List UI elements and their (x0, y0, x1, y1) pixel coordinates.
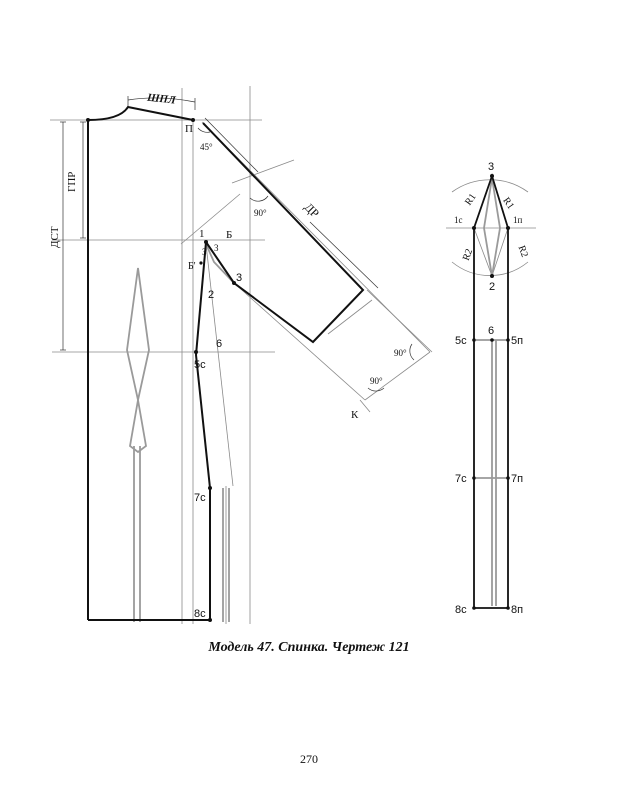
side-label-r2-left: R2 (461, 247, 475, 262)
dimension-lines (60, 96, 379, 351)
angle-marks (197, 127, 415, 392)
label-point-3b: 3 (202, 247, 207, 257)
label-p: П (185, 123, 193, 135)
label-point-3c: 3 (236, 272, 242, 284)
side-label-point-2: 2 (489, 281, 495, 293)
construction-lines (50, 86, 433, 624)
side-label-point-7p: 7п (511, 473, 523, 485)
label-angle-45: 45° (200, 142, 213, 152)
side-label-point-8p: 8п (511, 604, 523, 616)
side-label-point-1p: 1п (513, 215, 523, 225)
label-point-3a: 3 (214, 243, 219, 253)
side-label-point-3: 3 (488, 161, 494, 173)
label-point-1: 1 (199, 228, 205, 240)
side-label-point-5p: 5п (511, 335, 523, 347)
side-label-point-5c: 5с (455, 335, 467, 347)
label-point-b: Б (226, 229, 232, 241)
side-label-point-8c: 8с (455, 604, 467, 616)
label-gpr: ГПР (66, 172, 78, 192)
grey-darts (126, 243, 235, 622)
label-point-8c: 8с (194, 608, 206, 620)
side-label-r1-left: R1 (463, 192, 479, 208)
side-label-point-1c: 1с (454, 215, 463, 225)
label-point-6: 6 (216, 338, 222, 350)
label-angle-90-shoulder: 90° (254, 208, 267, 218)
side-label-r1-right: R1 (500, 196, 516, 212)
label-point-2: 2 (208, 289, 214, 301)
back-outline (87, 105, 365, 621)
side-label-point-7c: 7с (455, 473, 467, 485)
main-labels: ШПЛ П 45° 90° ДР ГПР ДСТ 1 Б Б' 3 3 3 2 … (49, 92, 407, 620)
label-shpl: ШПЛ (146, 92, 177, 107)
side-labels: 3 R1 R1 1с 1п R2 R2 2 5с 6 5п 7с 7п 8с 8… (454, 161, 530, 616)
label-point-7c: 7с (194, 492, 206, 504)
label-angle-90-bottom: 90° (370, 376, 383, 386)
label-angle-90-cuff: 90° (394, 348, 407, 358)
label-point-b1: Б' (188, 261, 196, 272)
side-label-point-6: 6 (488, 325, 494, 337)
label-point-5c: 5с (194, 359, 206, 371)
label-dr: ДР (302, 200, 323, 221)
side-outline (473, 173, 509, 609)
page-number: 270 (300, 752, 318, 766)
side-label-r2-right: R2 (516, 244, 530, 259)
figure-caption: Модель 47. Спинка. Чертеж 121 (208, 640, 410, 655)
side-points (472, 174, 510, 610)
label-dst: ДСТ (49, 226, 61, 248)
side-construction (446, 179, 536, 277)
label-point-k: К (351, 409, 359, 421)
main-points (86, 118, 236, 622)
